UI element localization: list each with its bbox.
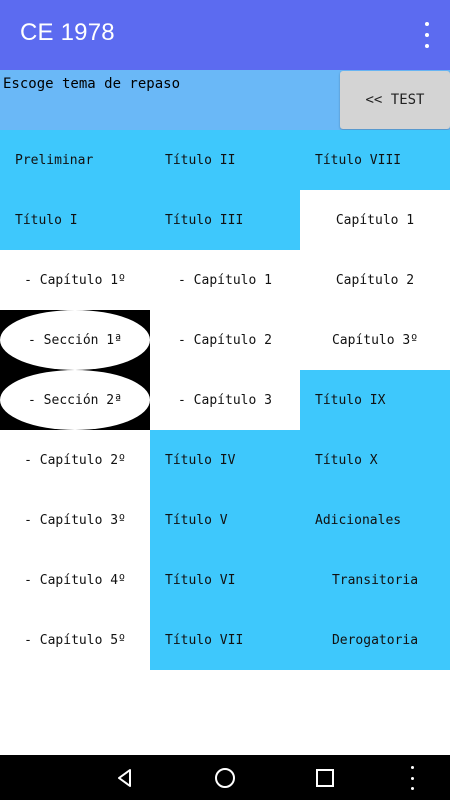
topic-titulo-ii[interactable]: Título II [150, 130, 300, 190]
topic-seccion-2[interactable]: - Sección 2ª [0, 370, 150, 430]
system-nav-bar [0, 755, 450, 800]
topic-t3-capitulo-3[interactable]: - Capítulo 3 [150, 370, 300, 430]
test-button[interactable]: << TEST [340, 71, 450, 129]
topic-t8-capitulo-2[interactable]: Capítulo 2 [300, 250, 450, 310]
topic-t1-capitulo-5[interactable]: - Capítulo 5º [0, 610, 150, 670]
topic-titulo-iv[interactable]: Título IV [150, 430, 300, 490]
app-bar: CE 1978 [0, 0, 450, 70]
topic-grid: Preliminar Título I - Capítulo 1º - Secc… [0, 130, 450, 670]
recents-icon[interactable] [308, 755, 342, 800]
topic-titulo-ix[interactable]: Título IX [300, 370, 450, 430]
topic-seccion-2-wrapper: - Sección 2ª [0, 370, 150, 430]
app-title: CE 1978 [20, 19, 115, 46]
topic-t8-capitulo-1[interactable]: Capítulo 1 [300, 190, 450, 250]
topic-titulo-vi[interactable]: Título VI [150, 550, 300, 610]
topic-derogatoria[interactable]: Derogatoria [300, 610, 450, 670]
prompt-text: Escoge tema de repaso [3, 76, 181, 92]
topic-seccion-1[interactable]: - Sección 1ª [0, 310, 150, 370]
topic-titulo-x[interactable]: Título X [300, 430, 450, 490]
topic-t8-capitulo-3[interactable]: Capítulo 3º [300, 310, 450, 370]
topic-titulo-iii[interactable]: Título III [150, 190, 300, 250]
more-vert-icon[interactable] [408, 766, 416, 790]
back-icon[interactable] [108, 755, 142, 800]
topic-t1-capitulo-2[interactable]: - Capítulo 2º [0, 430, 150, 490]
topic-t3-capitulo-2[interactable]: - Capítulo 2 [150, 310, 300, 370]
topic-t1-capitulo-4[interactable]: - Capítulo 4º [0, 550, 150, 610]
topic-t3-capitulo-1[interactable]: - Capítulo 1 [150, 250, 300, 310]
topic-adicionales[interactable]: Adicionales [300, 490, 450, 550]
topic-seccion-1-wrapper: - Sección 1ª [0, 310, 150, 370]
topic-transitoria[interactable]: Transitoria [300, 550, 450, 610]
topic-t1-capitulo-3[interactable]: - Capítulo 3º [0, 490, 150, 550]
overflow-menu-icon[interactable] [422, 22, 432, 48]
topic-titulo-vii[interactable]: Título VII [150, 610, 300, 670]
topic-titulo-i[interactable]: Título I [0, 190, 150, 250]
topic-titulo-v[interactable]: Título V [150, 490, 300, 550]
topic-preliminar[interactable]: Preliminar [0, 130, 150, 190]
topic-t1-capitulo-1[interactable]: - Capítulo 1º [0, 250, 150, 310]
home-icon[interactable] [208, 755, 242, 800]
topic-titulo-viii[interactable]: Título VIII [300, 130, 450, 190]
